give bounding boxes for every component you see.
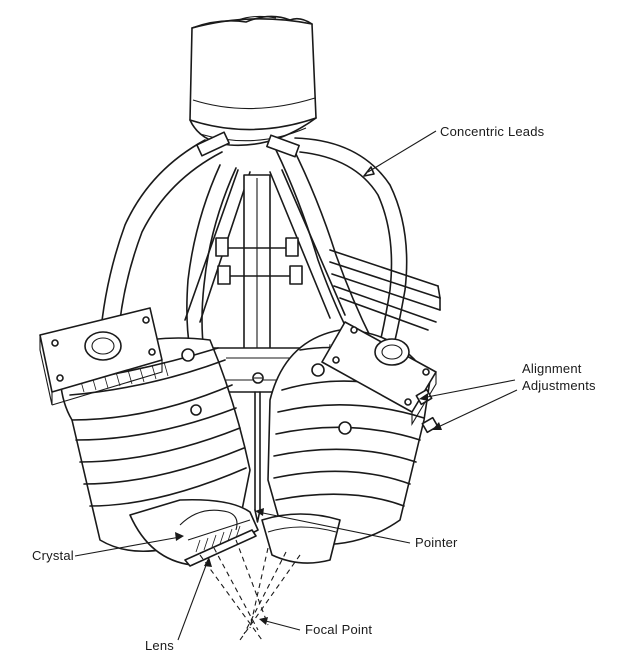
leader-lines (74, 130, 518, 641)
left-transducer (59, 337, 259, 567)
label-alignment: Alignment (522, 361, 582, 376)
label-pointer: Pointer (415, 535, 458, 550)
cooling-fins (329, 249, 441, 331)
focus-beams (199, 539, 301, 641)
label-concentric-leads: Concentric Leads (440, 124, 545, 139)
label-focal-point: Focal Point (305, 622, 373, 637)
label-lens: Lens (145, 638, 174, 653)
alignment-bracket-right (321, 321, 439, 434)
label-crystal: Crystal (32, 548, 74, 563)
top-housing (189, 15, 317, 147)
concentric-leads (99, 131, 408, 353)
label-adjustments: Adjustments (522, 378, 596, 393)
alignment-bracket-left (39, 307, 163, 406)
